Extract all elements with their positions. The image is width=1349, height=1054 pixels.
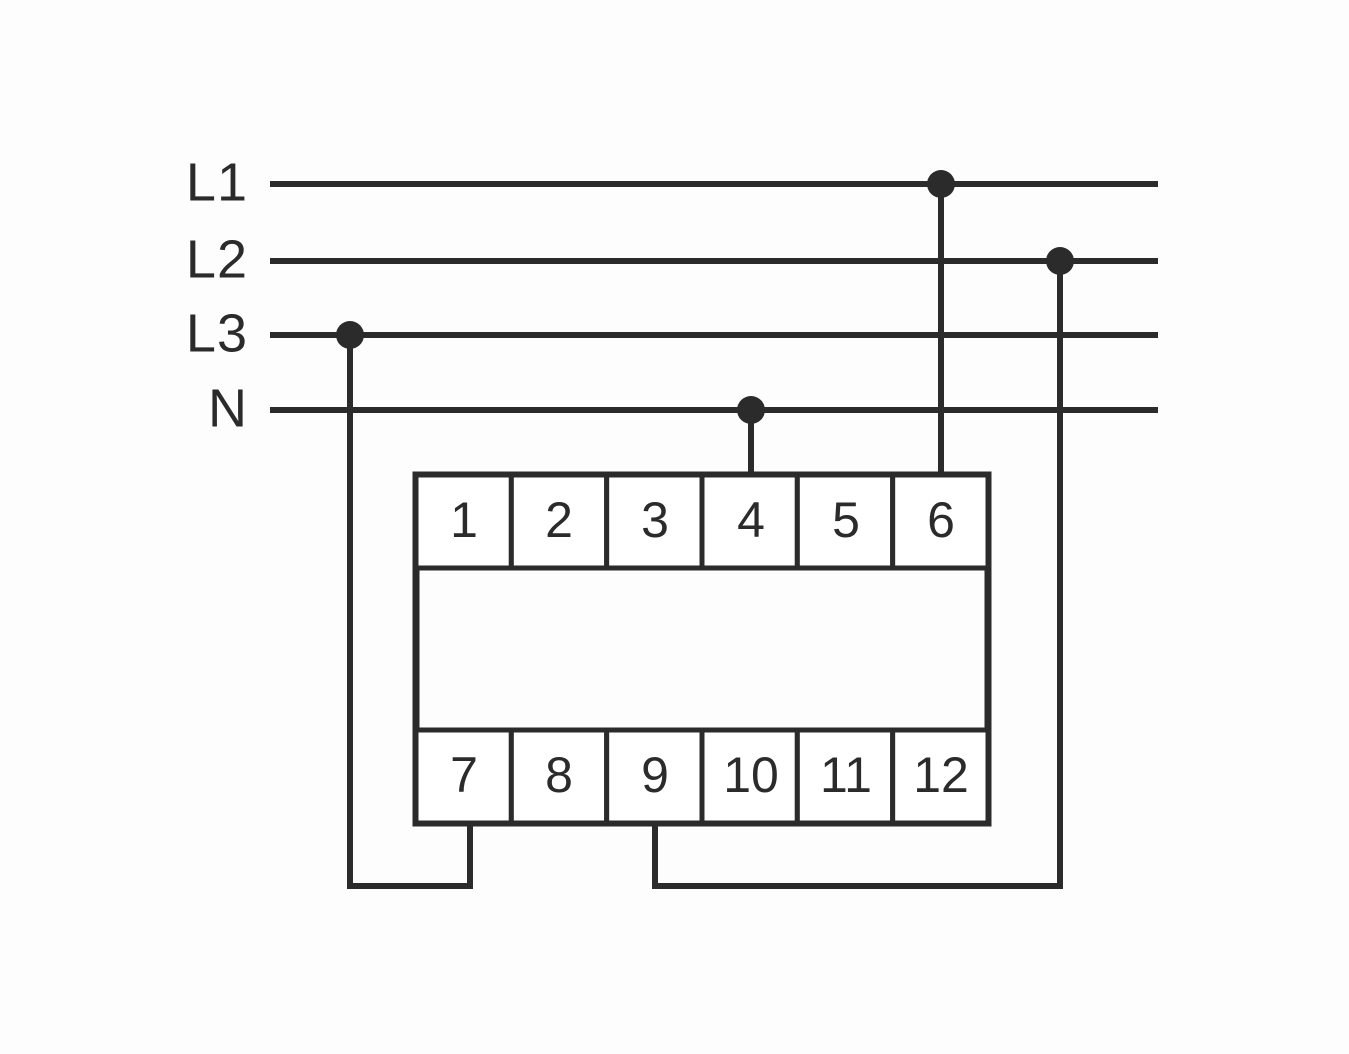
terminal-block: 1 2 3 4 5 6 7 8 9 10 11 12 [412,471,992,827]
wire-l3-to-terminal-7 [347,335,473,889]
wire-terminal-9-to-l2 [652,261,1063,889]
terminal-cell-2[interactable] [508,472,610,571]
connection-wires [347,184,1063,889]
bus-label-l1: L1 [186,152,248,212]
junction-dot-l2 [1046,247,1074,275]
terminal-label-5: 5 [832,492,860,548]
junction-dots [336,170,1074,424]
terminal-label-11: 11 [820,747,872,803]
junction-dot-n [737,396,765,424]
junction-dot-l3 [336,321,364,349]
terminal-cell-6[interactable] [890,472,991,571]
bus-label-n: N [208,378,248,438]
terminal-row-top: 1 2 3 4 5 6 [413,472,991,571]
terminal-label-2: 2 [545,492,573,548]
terminal-cell-10[interactable] [699,727,800,826]
terminal-label-1: 1 [450,492,478,548]
terminal-row-bottom: 7 8 9 10 11 12 [413,727,991,826]
terminal-label-8: 8 [545,747,573,803]
terminal-cell-12[interactable] [890,727,991,826]
bus-labels: L1 L2 L3 N [186,152,248,438]
bus-label-l3: L3 [186,303,248,363]
terminal-label-4: 4 [737,492,765,548]
terminal-label-10: 10 [723,747,779,803]
junction-dot-l1 [927,170,955,198]
terminal-cell-4[interactable] [699,472,800,571]
terminal-label-6: 6 [927,492,955,548]
bus-label-l2: L2 [186,229,248,289]
terminal-label-3: 3 [641,492,669,548]
terminal-label-12: 12 [913,747,969,803]
bus-lines [270,181,1158,413]
terminal-label-7: 7 [450,747,478,803]
terminal-label-9: 9 [641,747,669,803]
